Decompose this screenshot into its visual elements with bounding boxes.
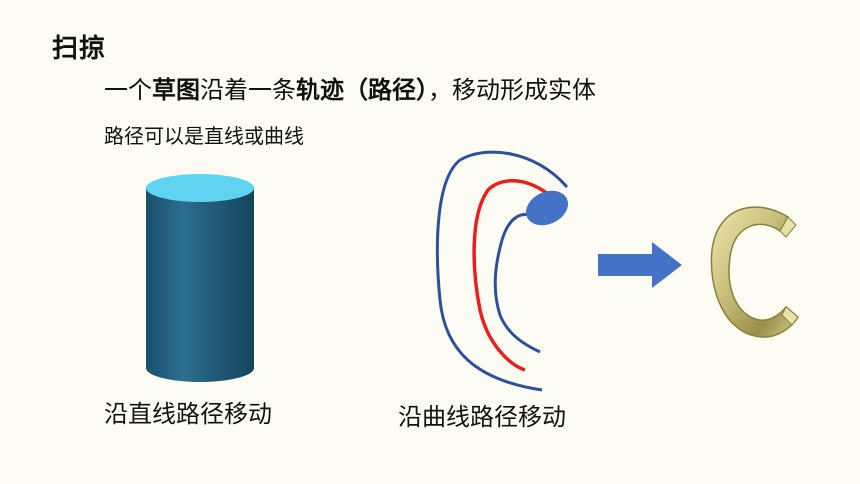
cylinder-solid xyxy=(146,174,254,382)
definition-middle: 沿着一条 xyxy=(200,76,296,104)
definition-bold-sketch: 草图 xyxy=(152,76,200,104)
definition-bold-path: 轨迹（路径） xyxy=(296,76,428,104)
curved-sweep-path xyxy=(435,150,569,392)
caption-curve-path: 沿曲线路径移动 xyxy=(398,403,566,431)
definition-text: 一个草图沿着一条轨迹（路径），移动形成实体 xyxy=(104,70,596,105)
caption-straight-path: 沿直线路径移动 xyxy=(104,400,272,428)
c-shaped-solid xyxy=(710,206,799,338)
slide-title: 扫掠 xyxy=(52,34,107,64)
subtitle-text: 路径可以是直线或曲线 xyxy=(104,124,304,148)
right-arrow-icon xyxy=(598,242,682,288)
definition-suffix: ，移动形成实体 xyxy=(428,76,596,104)
definition-prefix: 一个 xyxy=(104,76,152,104)
